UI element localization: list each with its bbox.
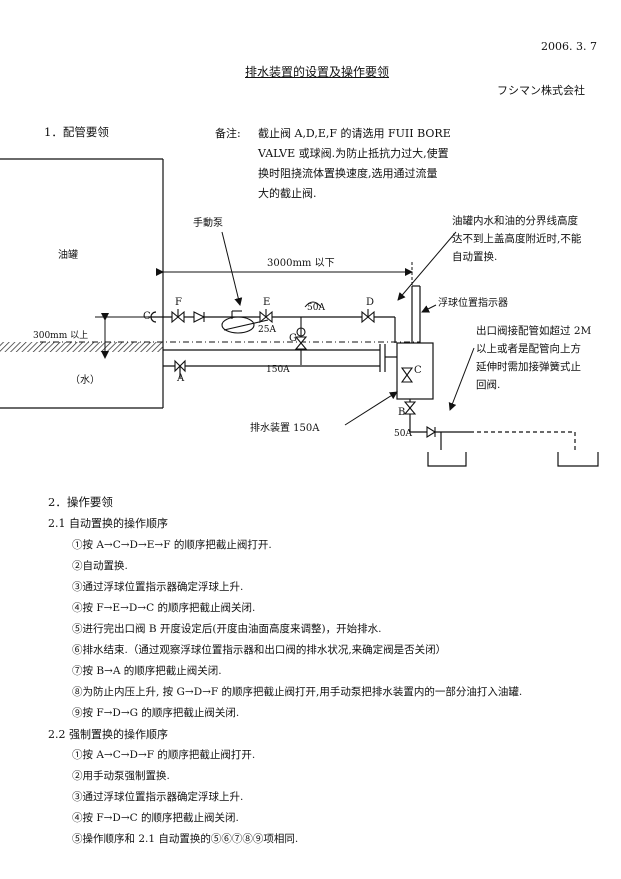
forced-step: ①按 A→C→D→F 的顺序把截止阀打开. xyxy=(72,749,256,761)
outlet-note-line: 延伸时需加接弹簧式止 xyxy=(476,361,581,373)
auto-step: ②自动置换. xyxy=(72,560,128,572)
drain-bucket xyxy=(427,452,467,467)
auto-step: ①按 A→C→D→E→F 的顺序把截止阀打开. xyxy=(72,539,272,551)
water-label: （水） xyxy=(70,375,100,386)
outlet-note: 出口阀接配管如超过 2M 以上或者是配管向上方 延伸时需加接弹簧式止 回阀. xyxy=(476,322,616,394)
float-indicator-leader-line xyxy=(421,304,437,313)
outlet-check-valve-icon xyxy=(426,426,437,438)
interface-note-line: 自动置换. xyxy=(452,251,498,263)
valve-f-icon[interactable] xyxy=(171,309,185,324)
valve-e-label: E xyxy=(263,297,271,308)
note-line: 截止阀 A,D,E,F 的请选用 FUII BORE xyxy=(258,127,451,140)
section2-heading: 2．操作要领 xyxy=(48,495,113,509)
auto-step: ⑦按 B→A 的顺序把截止阀关闭. xyxy=(72,665,222,677)
outlet-note-leader-line xyxy=(448,347,475,411)
nozzle-c-label: C xyxy=(143,311,151,322)
company-name: フシマン株式会社 xyxy=(497,84,585,97)
pump-label: 手動泵 xyxy=(193,218,223,229)
forced-step: ④按 F→D→C 的顺序把截止阀关闭. xyxy=(72,812,239,824)
check-valve-icon xyxy=(193,311,206,323)
note-line: 大的截止阀. xyxy=(258,187,317,200)
auto-heading: 2.1 自动置换的操作顺序 xyxy=(48,517,168,530)
piping-diagram xyxy=(0,158,599,467)
note-label: 备注: xyxy=(215,127,241,140)
valve-a-icon[interactable] xyxy=(174,359,186,373)
interface-note: 油罐内水和油的分界线高度 达不到上盖高度附近时,不能 自动置换. xyxy=(452,212,617,266)
length-dimension xyxy=(156,262,413,285)
interface-note-line: 油罐内水和油的分界线高度 xyxy=(452,215,578,227)
forced-step: ⑤操作顺序和 2.1 自动置换的⑤⑥⑦⑧⑨项相同. xyxy=(72,833,299,845)
valve-f-label: F xyxy=(175,297,182,308)
height-label: 300mm 以上 xyxy=(33,331,89,341)
float-indicator-label: 浮球位置指示器 xyxy=(438,298,508,309)
water-level-hatch xyxy=(0,342,163,352)
interface-note-line: 达不到上盖高度附近时,不能 xyxy=(452,233,582,245)
auto-step: ④按 F→E→D→C 的顺序把截止阀关闭. xyxy=(72,602,256,614)
outlet-note-line: 以上或者是配管向上方 xyxy=(476,343,581,355)
flow-direction-icon xyxy=(304,301,322,308)
distance-label: 3000mm 以下 xyxy=(267,258,335,269)
pipe-50a-label: 50A xyxy=(307,303,325,313)
valve-c-unit-label: C xyxy=(414,365,422,376)
pipe-150a-label: 150A xyxy=(266,365,290,375)
outlet-pipe xyxy=(409,399,576,450)
note-line: VALVE 或球阀.为防止抵抗力过大,使置 xyxy=(258,147,449,160)
pump-leader-line xyxy=(221,231,243,306)
bottom-pipe xyxy=(163,344,397,378)
valve-d-label: D xyxy=(366,297,375,308)
nozzle-c-icon xyxy=(150,311,157,323)
auto-step: ③通过浮球位置指示器确定浮球上升. xyxy=(72,581,244,593)
outlet-note-line: 出口阀接配管如超过 2M xyxy=(476,325,592,337)
section1-heading: 1．配管要领 xyxy=(44,125,109,139)
outlet-50a-label: 50A xyxy=(394,429,412,439)
drain-unit-body xyxy=(396,285,434,400)
document-date: 2006. 3. 7 xyxy=(541,40,597,53)
oil-tank xyxy=(0,158,164,409)
valve-c-icon[interactable] xyxy=(400,367,414,383)
valve-a-label: A xyxy=(177,373,185,384)
document-title: 排水装置的设置及操作要领 xyxy=(245,65,390,79)
tank-label: 油罐 xyxy=(58,250,78,261)
forced-heading: 2.2 强制置换的操作顺序 xyxy=(48,728,168,741)
pipe-25a-label: 25A xyxy=(258,325,276,335)
forced-step: ③通过浮球位置指示器确定浮球上升. xyxy=(72,791,244,803)
forced-step: ②用手动泵强制置换. xyxy=(72,770,170,782)
valve-g-label: G xyxy=(289,333,297,344)
auto-step: ⑧为防止内压上升, 按 G→D→F 的顺序把截止阀打开,用手动泵把排水装置内的一… xyxy=(72,686,523,698)
drain-bucket-2 xyxy=(557,452,599,467)
auto-step: ⑨按 F→D→G 的顺序把截止阀关闭. xyxy=(72,707,240,719)
auto-step: ⑤进行完出口阀 B 开度设定后(开度由油面高度来调整)，开始排水. xyxy=(72,623,382,635)
valve-d-icon[interactable] xyxy=(361,309,375,324)
valve-b-icon[interactable] xyxy=(403,401,417,415)
auto-step: ⑥排水结束.（通过观察浮球位置指示器和出口阀的排水状况,来确定阀是否关闭） xyxy=(72,644,447,656)
note-text: 截止阀 A,D,E,F 的请选用 FUII BORE VALVE 或球阀.为防止… xyxy=(258,124,498,204)
valve-b-label: B xyxy=(398,407,406,418)
note-line: 换时阻挠流体置换速度,选用通过流量 xyxy=(258,167,438,180)
outlet-note-line: 回阀. xyxy=(476,379,501,391)
interface-leader-line xyxy=(397,231,457,301)
drain-unit-leader-line xyxy=(344,391,398,426)
valve-g-icon[interactable] xyxy=(294,317,308,365)
drain-unit-label: 排水装置 150A xyxy=(250,423,320,434)
valve-e-icon[interactable] xyxy=(259,309,273,324)
